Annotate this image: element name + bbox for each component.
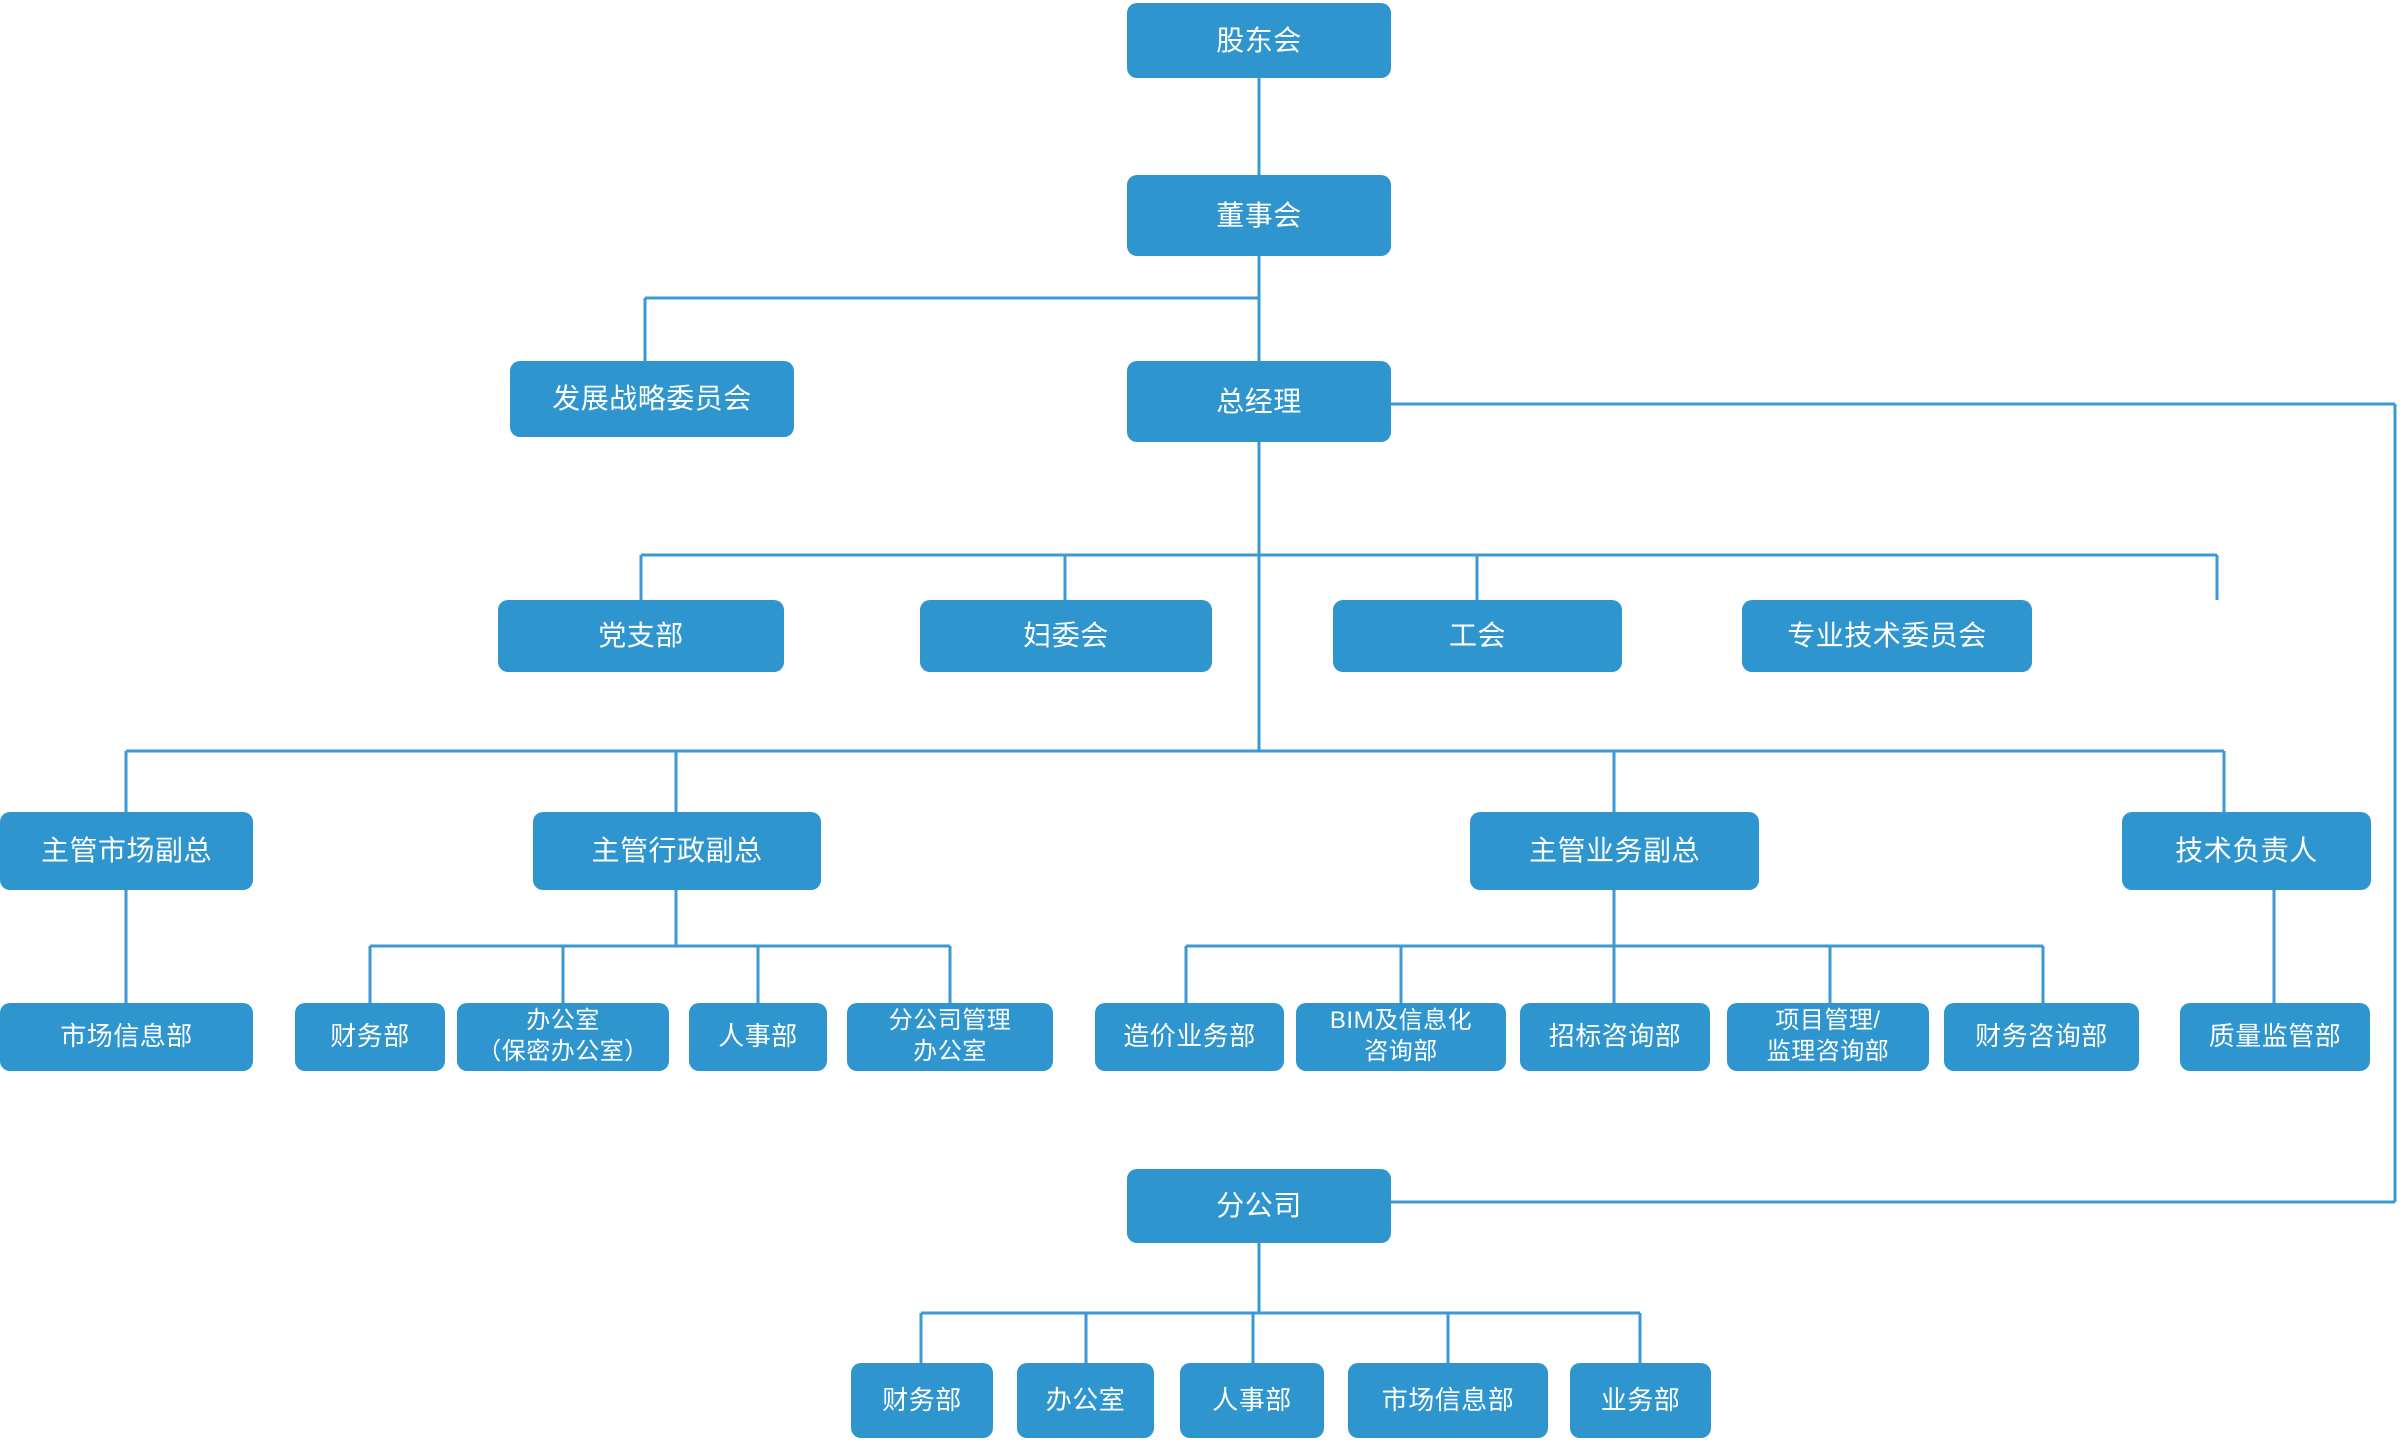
node-branch-market-information-dept[interactable]: 市场信息部: [1348, 1363, 1548, 1438]
node-professional-technical-committee[interactable]: 专业技术委员会: [1742, 600, 2032, 672]
node-bim-informatization-consulting-dept[interactable]: BIM及信息化 咨询部: [1296, 1003, 1506, 1071]
node-development-strategy-committee[interactable]: 发展战略委员会: [510, 361, 794, 437]
node-branch-finance-dept[interactable]: 财务部: [851, 1363, 993, 1438]
node-quality-supervision-dept[interactable]: 质量监管部: [2180, 1003, 2370, 1071]
node-labor-union[interactable]: 工会: [1333, 600, 1622, 672]
node-hr-dept[interactable]: 人事部: [689, 1003, 827, 1071]
node-branch-hr-dept[interactable]: 人事部: [1180, 1363, 1324, 1438]
node-bidding-consulting-dept[interactable]: 招标咨询部: [1520, 1003, 1710, 1071]
node-vp-administration[interactable]: 主管行政副总: [533, 812, 821, 890]
node-vp-business[interactable]: 主管业务副总: [1470, 812, 1759, 890]
node-cost-business-dept[interactable]: 造价业务部: [1095, 1003, 1284, 1071]
node-general-manager[interactable]: 总经理: [1127, 361, 1391, 442]
node-branch-business-dept[interactable]: 业务部: [1570, 1363, 1711, 1438]
node-party-branch[interactable]: 党支部: [498, 600, 784, 672]
node-board-of-directors[interactable]: 董事会: [1127, 175, 1391, 256]
node-project-supervision-consulting-dept[interactable]: 项目管理/ 监理咨询部: [1727, 1003, 1929, 1071]
node-vp-marketing[interactable]: 主管市场副总: [0, 812, 253, 890]
node-technical-director[interactable]: 技术负责人: [2122, 812, 2371, 890]
node-branch-company[interactable]: 分公司: [1127, 1169, 1391, 1243]
node-finance-consulting-dept[interactable]: 财务咨询部: [1944, 1003, 2139, 1071]
node-finance-dept[interactable]: 财务部: [295, 1003, 445, 1071]
node-shareholders-meeting[interactable]: 股东会: [1127, 3, 1391, 78]
node-womens-committee[interactable]: 妇委会: [920, 600, 1212, 672]
node-branch-management-office[interactable]: 分公司管理 办公室: [847, 1003, 1053, 1071]
node-branch-office[interactable]: 办公室: [1017, 1363, 1154, 1438]
node-market-information-dept[interactable]: 市场信息部: [0, 1003, 253, 1071]
node-office-confidential[interactable]: 办公室 （保密办公室）: [457, 1003, 669, 1071]
